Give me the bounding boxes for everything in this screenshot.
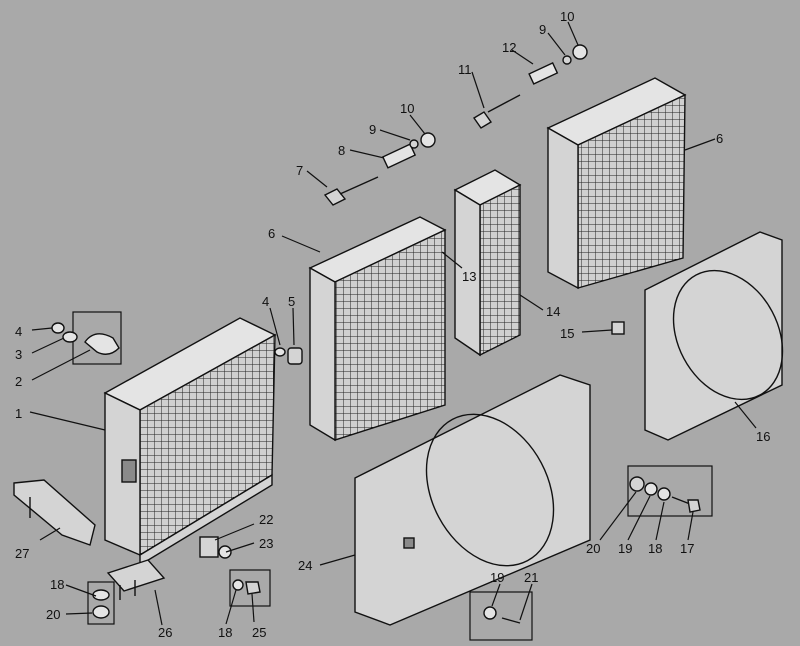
bolt-25 <box>229 569 271 607</box>
washer-9 <box>409 55 572 149</box>
callout-25: 25 <box>252 625 266 640</box>
callout-1: 1 <box>15 406 22 421</box>
callout-18: 18 <box>50 577 64 592</box>
radiator-main <box>103 317 277 567</box>
callout-21: 21 <box>524 570 538 585</box>
callout-6: 6 <box>268 226 275 241</box>
callout-13: 13 <box>462 269 476 284</box>
callout-22: 22 <box>259 512 273 527</box>
bolt-set-19-21 <box>469 591 533 641</box>
fan-shroud-upper <box>644 231 784 441</box>
callout-20: 20 <box>586 541 600 556</box>
callout-7: 7 <box>296 163 303 178</box>
callout-19: 19 <box>490 570 504 585</box>
bolt-set-17-20 <box>627 465 713 517</box>
callout-2: 2 <box>15 374 22 389</box>
radiator-rear <box>546 77 687 290</box>
inlet-pipe <box>72 311 122 365</box>
callout-18: 18 <box>218 625 232 640</box>
nut-10 <box>420 44 588 148</box>
radiator-middle <box>308 216 447 442</box>
callout-9: 9 <box>369 122 376 137</box>
leader-lines <box>29 21 757 626</box>
callout-20: 20 <box>46 607 60 622</box>
drain-plug <box>287 347 303 365</box>
callout-27: 27 <box>15 546 29 561</box>
oil-cooler <box>453 169 522 357</box>
bracket-22-23 <box>199 536 232 559</box>
callout-26: 26 <box>158 625 172 640</box>
callout-14: 14 <box>546 304 560 319</box>
hose-clamp <box>62 331 78 343</box>
callout-4: 4 <box>262 294 269 309</box>
callout-10: 10 <box>400 101 414 116</box>
callout-11: 11 <box>458 62 472 77</box>
callout-6: 6 <box>716 131 723 146</box>
callout-12: 12 <box>502 40 516 55</box>
callout-4: 4 <box>15 324 22 339</box>
callout-10: 10 <box>560 9 574 24</box>
bracket-26 <box>87 559 166 625</box>
callout-labels: 1 2 3 4 4 5 6 6 7 8 9 10 11 12 9 10 13 1… <box>15 9 770 640</box>
washer-small <box>51 322 286 357</box>
sleeve-12 <box>528 62 559 85</box>
callout-5: 5 <box>288 294 295 309</box>
callout-15: 15 <box>560 326 574 341</box>
fan-shroud-lower <box>354 374 591 626</box>
callout-17: 17 <box>680 541 694 556</box>
drain-plug-small <box>611 321 625 335</box>
bolt-11 <box>472 94 521 129</box>
bolt-long-7 <box>323 176 379 206</box>
callout-24: 24 <box>298 558 312 573</box>
callout-19: 19 <box>618 541 632 556</box>
callout-16: 16 <box>756 429 770 444</box>
callout-9: 9 <box>539 22 546 37</box>
sleeve-8 <box>381 143 417 169</box>
callout-3: 3 <box>15 347 22 362</box>
callout-8: 8 <box>338 143 345 158</box>
callout-23: 23 <box>259 536 273 551</box>
bracket-27 <box>13 479 96 546</box>
callout-18: 18 <box>648 541 662 556</box>
